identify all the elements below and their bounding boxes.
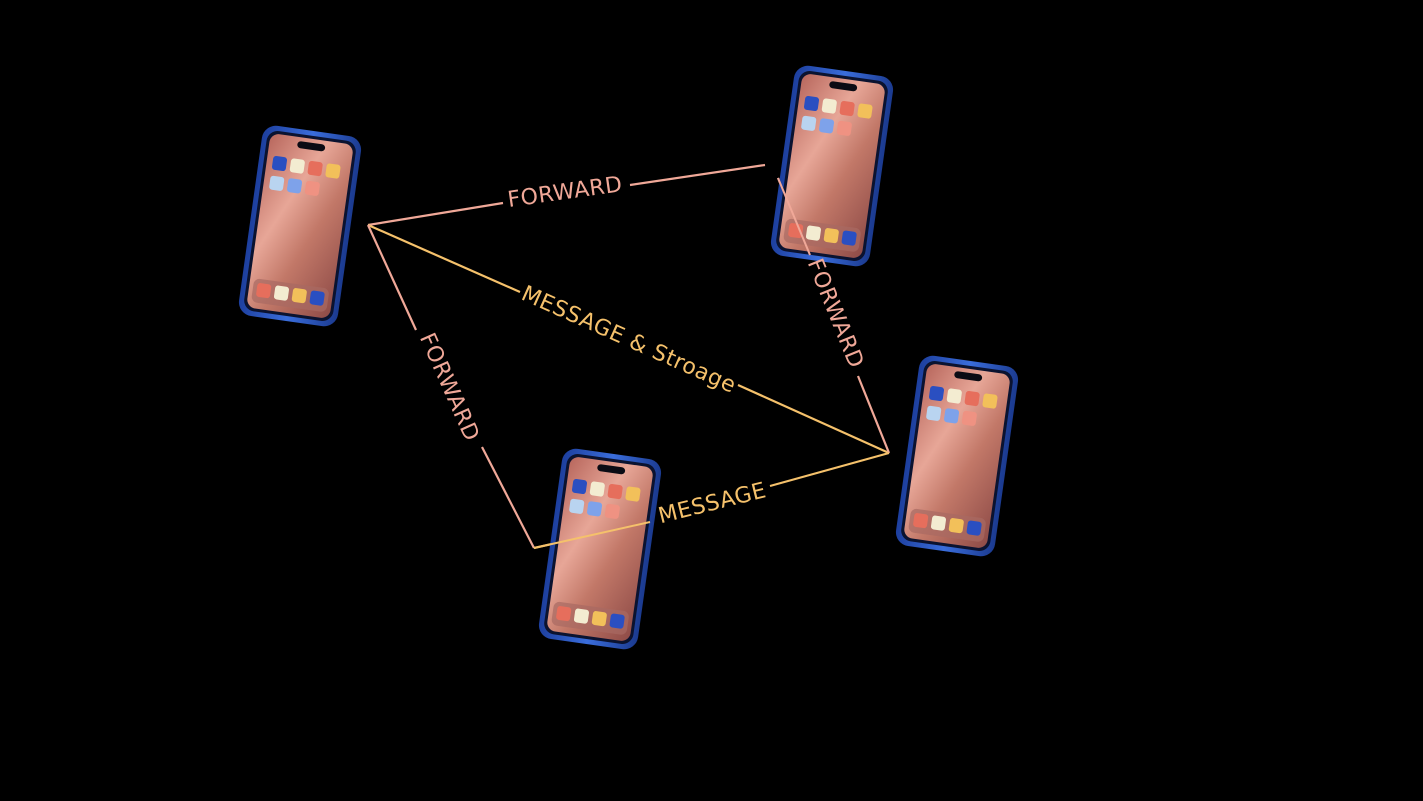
edge-label-message-bottom: MESSAGE — [656, 478, 769, 529]
edge-label-message-storage: MESSAGE & Stroage — [518, 281, 740, 398]
smartphone-icon — [894, 353, 1020, 559]
edge-forward-right — [856, 375, 891, 454]
edge-forward-left — [366, 224, 418, 331]
smartphone-icon — [769, 63, 895, 269]
edge-message-bottom-overlay — [533, 521, 651, 549]
smartphone-icon — [237, 123, 363, 329]
phone-top-right — [769, 63, 895, 269]
edge-forward-top — [367, 201, 504, 227]
edge-message-bottom — [769, 451, 890, 488]
edge-forward-right-overlay — [777, 177, 811, 256]
edge-label-forward-right: FORWARD — [802, 255, 869, 372]
edge-message-storage — [367, 223, 521, 294]
phone-right — [894, 353, 1020, 559]
edge-message-storage — [737, 383, 890, 455]
edge-forward-left — [481, 446, 535, 549]
phone-bottom-middle — [537, 446, 663, 652]
phone-top-left — [237, 123, 363, 329]
edge-label-forward-left: FORWARD — [414, 329, 484, 445]
edge-forward-top — [629, 163, 766, 187]
smartphone-icon — [537, 446, 663, 652]
edge-label-forward-top: FORWARD — [506, 172, 624, 213]
